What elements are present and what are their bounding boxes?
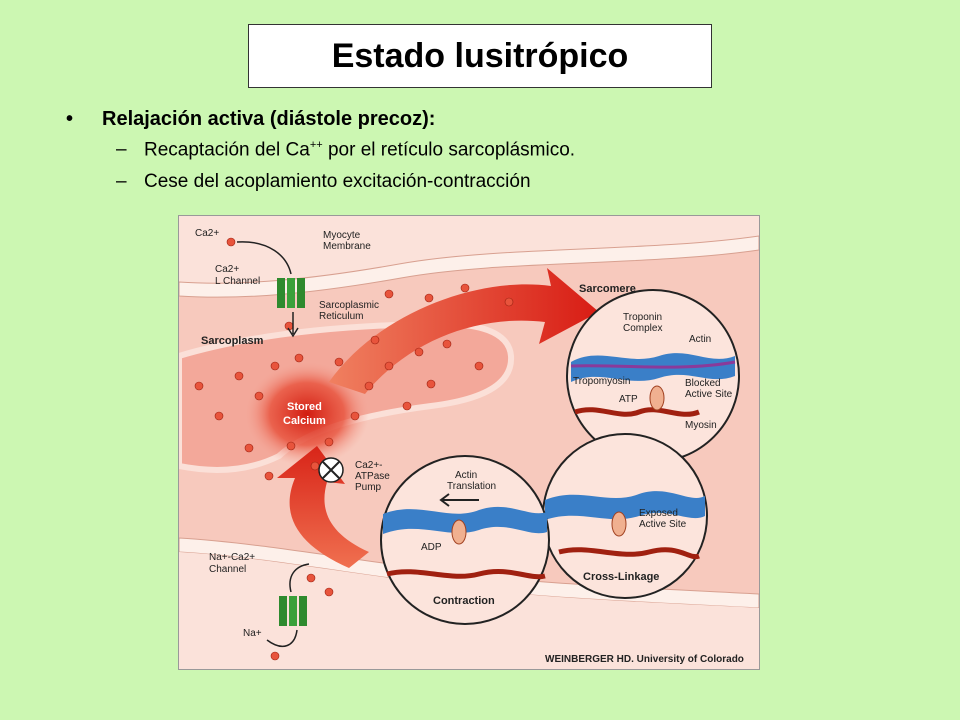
calcium-reuptake-arrow xyxy=(277,446,369,568)
label-stored-1: Stored xyxy=(287,401,322,413)
label-actin-trans-2: Translation xyxy=(447,481,496,492)
bullet-main-text: Relajación activa (diástole precoz): xyxy=(102,107,436,130)
label-myocyte-2: Membrane xyxy=(323,241,371,252)
label-ca-top: Ca2+ xyxy=(195,228,219,239)
calcium-cycle-figure: Ca2+ Ca2+ L Channel Myocyte Membrane Sar… xyxy=(178,215,760,670)
sub-bullet-1-text: Recaptación del Ca++ por el retículo sar… xyxy=(144,139,575,161)
label-sarcoplasm: Sarcoplasm xyxy=(201,335,264,347)
calcium-ions xyxy=(194,237,514,661)
sub-bullet-1: – Recaptación del Ca++ por el retículo s… xyxy=(66,134,575,166)
sub1-post: por el retículo sarcoplásmico. xyxy=(322,139,576,161)
sub-bullet-2: – Cese del acoplamiento excitación-contr… xyxy=(66,166,575,198)
label-ca-channel-2: L Channel xyxy=(215,276,260,287)
membrane-top xyxy=(179,235,759,298)
label-na: Na+ xyxy=(243,628,262,639)
dash-glyph: – xyxy=(116,139,127,160)
label-pump-2: ATPase xyxy=(355,471,390,482)
label-troponin-1: Troponin xyxy=(623,312,662,323)
label-tropomyosin: Tropomyosin xyxy=(573,376,630,387)
bullet-list: • Relajación activa (diástole precoz): –… xyxy=(66,104,575,198)
bullet-glyph: • xyxy=(66,107,74,130)
label-atp: ATP xyxy=(619,394,638,405)
bullet-main: • Relajación activa (diástole precoz): xyxy=(66,104,575,134)
label-naca-2: Channel xyxy=(209,564,246,575)
extracellular-top xyxy=(179,216,759,284)
label-sr-2: Reticulum xyxy=(319,311,363,322)
label-sr-1: Sarcoplasmic xyxy=(319,300,379,311)
sub-bullet-2-text: Cese del acoplamiento excitación-contrac… xyxy=(144,171,531,192)
label-blocked-1: Blocked xyxy=(685,378,721,389)
label-credit: WEINBERGER HD. University of Colorado xyxy=(545,654,744,665)
figure-svg: Ca2+ Ca2+ L Channel Myocyte Membrane Sar… xyxy=(179,216,759,669)
atpase-pump xyxy=(318,457,344,483)
label-exposed-1: Exposed xyxy=(639,508,678,519)
l-channel xyxy=(236,241,305,338)
label-crosslinkage: Cross-Linkage xyxy=(583,571,659,583)
label-troponin-2: Complex xyxy=(623,323,662,334)
slide-title: Estado lusitrópico xyxy=(331,36,629,75)
label-naca-1: Na+-Ca2+ xyxy=(209,552,255,563)
title-box: Estado lusitrópico xyxy=(248,24,712,88)
label-exposed-2: Active Site xyxy=(639,519,687,530)
label-sarcomere: Sarcomere xyxy=(579,283,636,295)
label-actin: Actin xyxy=(689,334,711,345)
label-myosin: Myosin xyxy=(685,420,717,431)
label-myocyte-1: Myocyte xyxy=(323,230,361,241)
sub1-pre: Recaptación del Ca xyxy=(144,139,310,161)
label-stored-2: Calcium xyxy=(283,415,326,427)
dash-glyph-2: – xyxy=(116,171,127,192)
label-contraction: Contraction xyxy=(433,595,495,607)
label-blocked-2: Active Site xyxy=(685,389,733,400)
label-adp: ADP xyxy=(421,542,442,553)
sarcomere-circle xyxy=(566,289,740,463)
na-ca-channel xyxy=(266,563,310,648)
contraction-circle xyxy=(380,455,550,625)
label-actin-trans-1: Actin xyxy=(455,470,477,481)
calcium-release-arrow xyxy=(329,268,599,394)
stored-calcium-glow xyxy=(245,362,369,466)
label-ca-channel-1: Ca2+ xyxy=(215,264,239,275)
label-pump-3: Pump xyxy=(355,482,382,493)
crosslinkage-circle xyxy=(542,433,708,599)
label-pump-1: Ca2+- xyxy=(355,460,383,471)
sub1-sup: ++ xyxy=(309,138,323,151)
